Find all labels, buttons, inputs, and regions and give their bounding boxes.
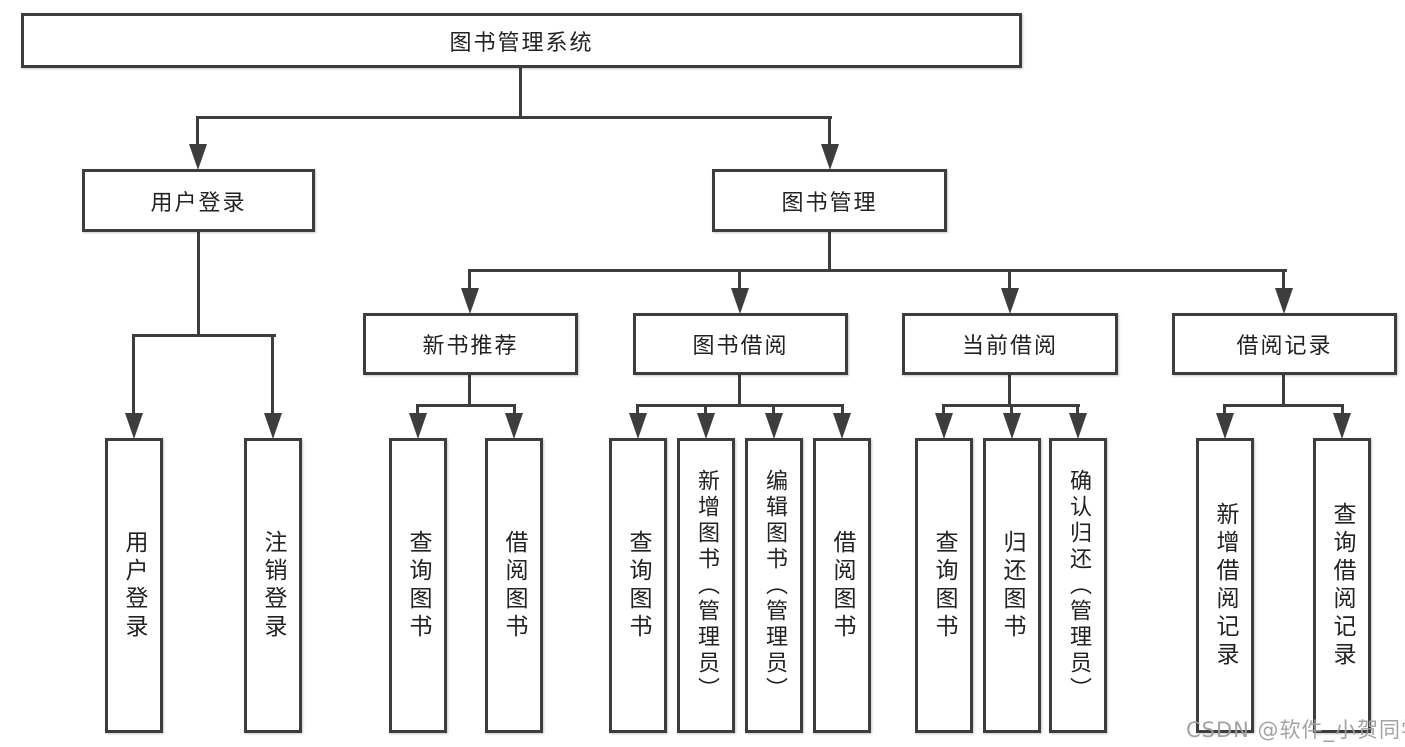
connector-line: [738, 375, 741, 407]
arrowhead-down-icon: [731, 288, 749, 314]
node-book-management: 图书管理: [712, 169, 947, 232]
node-book-borrow: 图书借阅: [633, 313, 848, 375]
arrowhead-down-icon: [264, 413, 282, 439]
connector-line: [468, 269, 471, 294]
connector-line: [738, 269, 741, 294]
arrowhead-down-icon: [697, 413, 715, 439]
node-new-book-recommend-label: 新书推荐: [422, 334, 519, 359]
connector-line: [1282, 375, 1285, 407]
leaf-query-books-current: 查询图书: [915, 438, 973, 733]
arrowhead-down-icon: [821, 144, 839, 170]
node-book-borrow-label: 图书借阅: [692, 334, 789, 359]
node-book-management-label: 图书管理: [781, 190, 878, 216]
node-new-book-recommend: 新书推荐: [363, 313, 578, 375]
leaf-return-books-label: 归还图书: [999, 529, 1025, 642]
arrowhead-down-icon: [125, 413, 143, 439]
arrowhead-down-icon: [1333, 413, 1351, 439]
node-user-login-label: 用户登录: [150, 190, 247, 216]
connector-line: [196, 116, 832, 119]
leaf-query-books-borrow: 查询图书: [609, 438, 667, 733]
arrowhead-down-icon: [1001, 288, 1019, 314]
arrowhead-down-icon: [1216, 413, 1234, 439]
connector-line: [468, 375, 471, 407]
connector-line: [271, 334, 274, 420]
node-root-system: 图书管理系统: [21, 13, 1022, 68]
connector-line: [519, 68, 522, 119]
leaf-edit-books-admin: 编辑图书（管理员）: [745, 438, 803, 733]
arrowhead-down-icon: [833, 413, 851, 439]
arrowhead-down-icon: [1003, 413, 1021, 439]
node-current-borrow: 当前借阅: [902, 313, 1118, 375]
connector-line: [1223, 404, 1344, 407]
node-user-login: 用户登录: [82, 169, 315, 232]
connector-line: [1282, 269, 1285, 294]
leaf-borrow-books-label: 借阅图书: [829, 529, 855, 642]
arrowhead-down-icon: [765, 413, 783, 439]
connector-line: [196, 116, 199, 148]
leaf-edit-books-admin-label: 编辑图书（管理员）: [762, 468, 787, 703]
arrowhead-down-icon: [505, 413, 523, 439]
leaf-query-borrow-record: 查询借阅记录: [1313, 438, 1371, 733]
leaf-user-login-label: 用户登录: [121, 529, 147, 642]
node-current-borrow-label: 当前借阅: [961, 334, 1058, 359]
leaf-confirm-return-admin: 确认归还（管理员）: [1049, 438, 1107, 733]
leaf-add-books-admin: 新增图书（管理员）: [677, 438, 735, 733]
connector-line: [132, 334, 135, 420]
leaf-query-books-borrow-label: 查询图书: [625, 529, 651, 642]
connector-line: [636, 404, 844, 407]
leaf-logout-label: 注销登录: [260, 529, 286, 642]
leaf-query-books-current-label: 查询图书: [931, 529, 957, 642]
node-borrow-records: 借阅记录: [1172, 313, 1397, 375]
leaf-borrow-books-recommend-label: 借阅图书: [501, 529, 527, 642]
arrowhead-down-icon: [1069, 413, 1087, 439]
arrowhead-down-icon: [409, 413, 427, 439]
leaf-add-borrow-record: 新增借阅记录: [1196, 438, 1254, 733]
leaf-user-login: 用户登录: [105, 438, 163, 733]
leaf-add-books-admin-label: 新增图书（管理员）: [694, 468, 719, 703]
connector-line: [468, 269, 1287, 272]
leaf-query-books-recommend-label: 查询图书: [405, 529, 431, 642]
connector-line: [828, 232, 831, 272]
leaf-borrow-books-recommend: 借阅图书: [485, 438, 543, 733]
arrowhead-down-icon: [189, 144, 207, 170]
connector-line: [828, 116, 831, 148]
leaf-query-books-recommend: 查询图书: [389, 438, 447, 733]
arrowhead-down-icon: [629, 413, 647, 439]
leaf-query-borrow-record-label: 查询借阅记录: [1329, 501, 1355, 670]
leaf-borrow-books: 借阅图书: [813, 438, 871, 733]
leaf-return-books: 归还图书: [983, 438, 1041, 733]
connector-line: [1008, 375, 1011, 407]
node-root-system-label: 图书管理系统: [449, 30, 594, 56]
leaf-logout: 注销登录: [244, 438, 302, 733]
csdn-watermark: CSDN @软件_小贺同学: [1186, 718, 1405, 742]
node-borrow-records-label: 借阅记录: [1236, 334, 1333, 359]
connector-line: [1008, 269, 1011, 294]
leaf-confirm-return-admin-label: 确认归还（管理员）: [1066, 468, 1091, 703]
connector-line: [416, 404, 516, 407]
connector-line: [197, 232, 200, 337]
arrowhead-down-icon: [1275, 288, 1293, 314]
connector-line: [132, 334, 276, 337]
leaf-add-borrow-record-label: 新增借阅记录: [1212, 501, 1238, 670]
arrowhead-down-icon: [461, 288, 479, 314]
arrowhead-down-icon: [935, 413, 953, 439]
